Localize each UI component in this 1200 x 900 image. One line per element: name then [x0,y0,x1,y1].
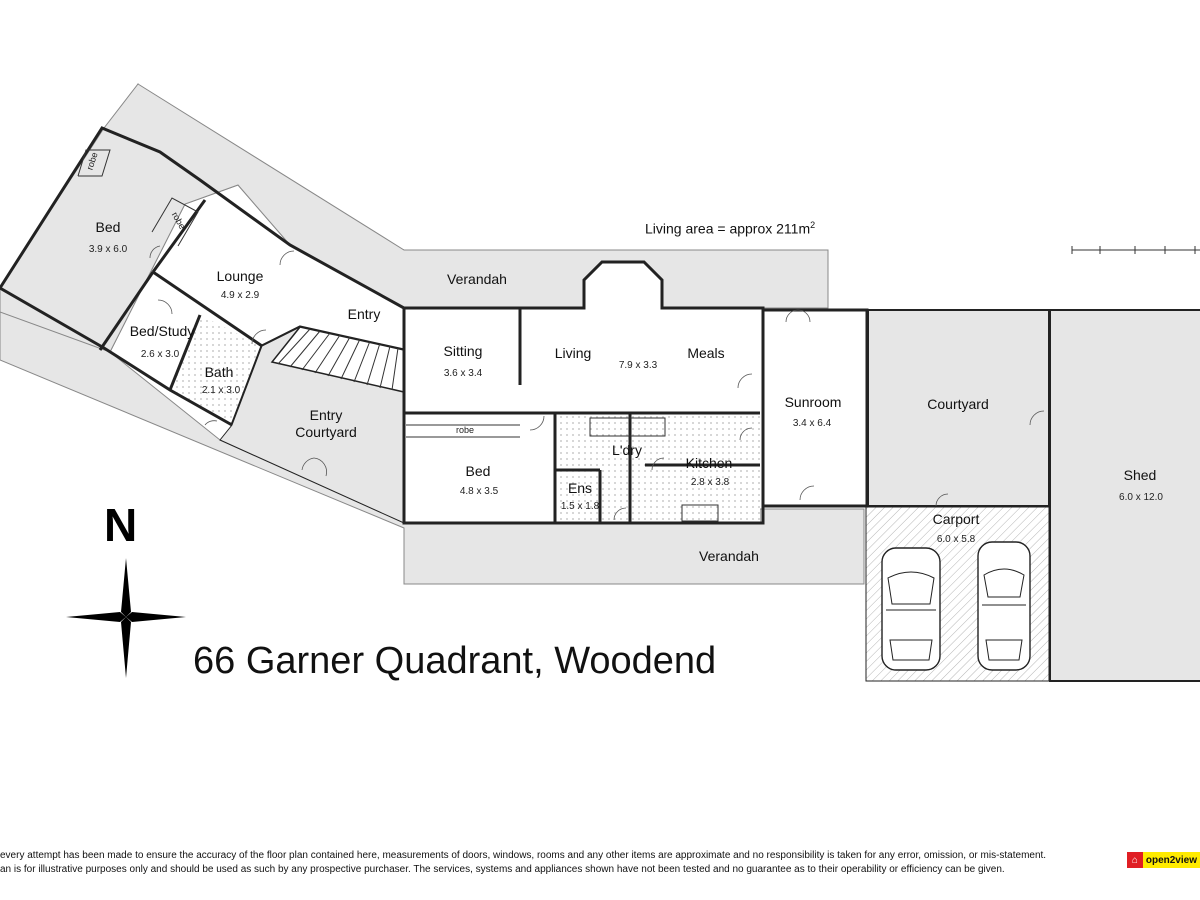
living-area-text: Living area = approx 211m [645,220,811,237]
bed2-name: Bed [466,463,491,479]
meals-name: Meals [687,345,724,361]
car-left [881,547,941,671]
bed1-name: Bed [96,219,121,235]
carport-dim: 6.0 x 5.8 [937,534,976,545]
living-area-label: Living area = approx 211m2 [645,220,815,237]
house-icon: ⌂ [1127,852,1143,868]
entry-courtyard-name1: Entry [310,407,343,423]
entry-name: Entry [348,306,381,322]
compass-rose [66,558,186,678]
bed1-dim: 3.9 x 6.0 [89,244,128,255]
bed-study-name: Bed/Study [130,323,195,339]
bath-name: Bath [205,364,234,380]
shed-area [1049,309,1200,682]
sitting-dim: 3.6 x 3.4 [444,368,483,379]
room-labels: robe robe Bed 3.9 x 6.0 Lounge 4.9 x 2.9… [85,151,1164,564]
shed-dim: 6.0 x 12.0 [1119,492,1163,503]
car-right [977,541,1031,671]
courtyard-name: Courtyard [927,396,988,412]
west-wing-walls [77,149,263,391]
shed-name: Shed [1124,467,1157,483]
bed2-dim: 4.8 x 3.5 [460,486,499,497]
door-swings [149,245,1045,521]
open2view-logo: ⌂ open2view [1127,851,1200,869]
disclaimer-line-2: an is for illustrative purposes only and… [0,864,1005,875]
verandah-top-name: Verandah [447,271,507,287]
verandah-bottom-name: Verandah [699,548,759,564]
north-indicator: N [104,499,138,551]
sunroom-dim: 3.4 x 6.4 [793,418,832,429]
living-area-sup: 2 [810,220,816,230]
living-name: Living [555,345,592,361]
entry-courtyard-name2: Courtyard [295,424,356,440]
disclaimer-line-1: every attempt has been made to ensure th… [0,850,1047,861]
bath-tiles [170,315,262,425]
ldry-name: L'dry [612,442,642,458]
entry-steps [270,326,405,393]
carport-name: Carport [933,511,980,527]
disclaimer: every attempt has been made to ensure th… [0,849,1115,877]
wet-area-tiles [555,413,760,523]
kitchen-dim: 2.8 x 3.8 [691,477,730,488]
sitting-name: Sitting [444,343,483,359]
lounge-name: Lounge [217,268,264,284]
sunroom-name: Sunroom [785,394,842,410]
ens-dim: 1.5 x 1.8 [561,501,600,512]
bed-study-dim: 2.6 x 3.0 [141,349,180,360]
property-address: 66 Garner Quadrant, Woodend [193,640,717,682]
bath-dim: 2.1 x 3.0 [202,385,241,396]
lounge-dim: 4.9 x 2.9 [221,290,260,301]
living-meals-dim: 7.9 x 3.3 [619,360,658,371]
robe-bed2-label: robe [456,425,474,435]
logo-text: open2view [1142,852,1200,868]
kitchen-name: Kitchen [686,455,733,471]
scale-bar [1071,246,1200,254]
central-block [402,260,765,525]
ens-name: Ens [568,480,592,496]
